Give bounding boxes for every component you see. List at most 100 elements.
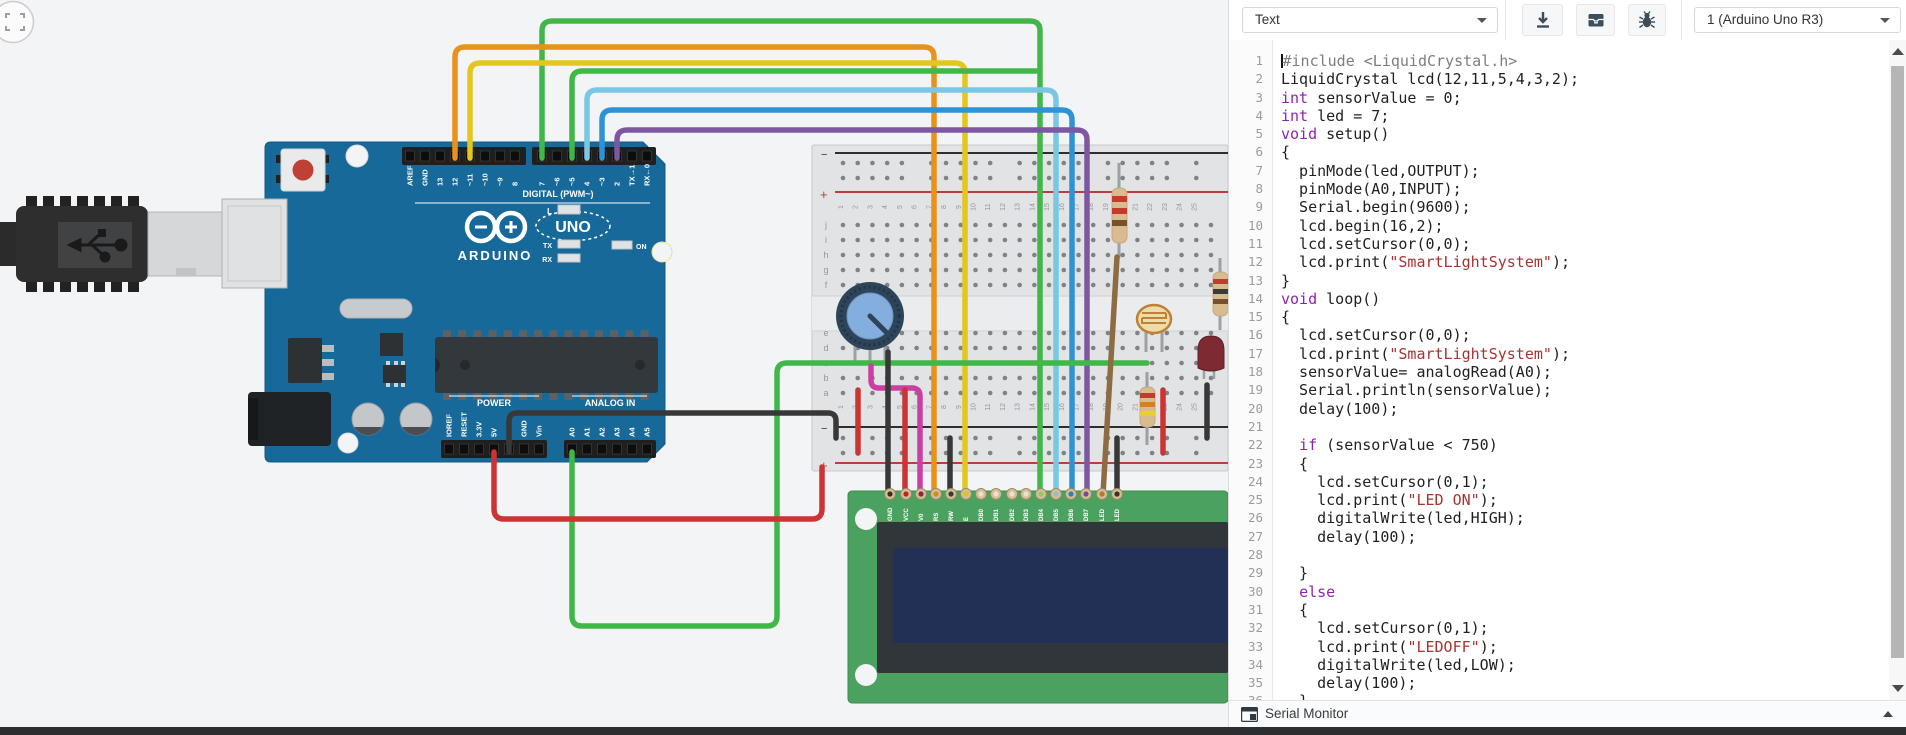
code-panel: Text <box>1228 0 1906 727</box>
svg-text:16: 16 <box>1059 403 1066 411</box>
svg-text:25: 25 <box>1191 403 1198 411</box>
capacitor <box>351 402 385 436</box>
svg-text:12: 12 <box>1000 203 1007 211</box>
edit-mode-dropdown[interactable]: Text <box>1242 7 1498 33</box>
chevron-down-icon <box>1880 18 1890 23</box>
svg-text:~9: ~9 <box>496 177 505 186</box>
usb-cable[interactable] <box>0 196 225 292</box>
serial-monitor-icon <box>1241 707 1258 722</box>
svg-text:DB4: DB4 <box>1039 508 1045 521</box>
collapse-up-icon[interactable] <box>1883 711 1893 717</box>
rail-minus-bottom: − <box>821 423 827 435</box>
svg-text:j: j <box>824 220 827 230</box>
svg-text:VCC: VCC <box>904 508 910 521</box>
svg-text:RS: RS <box>934 513 940 521</box>
svg-text:5: 5 <box>897 205 904 209</box>
chevron-down-icon <box>1477 18 1487 23</box>
scroll-up-icon[interactable] <box>1892 48 1904 55</box>
svg-text:8: 8 <box>941 205 948 209</box>
svg-text:f: f <box>825 280 828 290</box>
reset-button[interactable] <box>276 148 329 192</box>
library-icon <box>1588 14 1603 27</box>
lcd-display[interactable] <box>847 490 1229 704</box>
serial-monitor-label: Serial Monitor <box>1265 706 1349 721</box>
code-text[interactable]: #include <LiquidCrystal.h>LiquidCrystal … <box>1281 52 1580 700</box>
svg-text:AREF: AREF <box>406 165 415 186</box>
wire-cyan-db5 <box>584 87 1059 497</box>
wire-orange-rs <box>452 44 937 497</box>
svg-text:d: d <box>823 343 828 353</box>
svg-text:14: 14 <box>1029 203 1036 211</box>
wire-green-a0 <box>569 360 1150 629</box>
svg-text:a: a <box>823 388 828 398</box>
resistor[interactable] <box>1111 163 1128 258</box>
svg-text:12: 12 <box>451 178 460 186</box>
svg-text:~5: ~5 <box>568 177 577 186</box>
wire-brown-backlight <box>1100 254 1120 497</box>
svg-text:A0: A0 <box>568 427 577 437</box>
svg-text:GND: GND <box>888 507 894 521</box>
svg-text:RX←0: RX←0 <box>643 164 652 186</box>
svg-text:DB6: DB6 <box>1069 508 1075 521</box>
svg-text:E: E <box>964 517 970 521</box>
svg-text:24: 24 <box>1177 403 1184 411</box>
toolbar-separator <box>1505 0 1506 40</box>
svg-text:A2: A2 <box>598 427 607 437</box>
editor-scrollbar[interactable] <box>1889 40 1906 700</box>
svg-text:DB0: DB0 <box>979 508 985 521</box>
svg-text:5: 5 <box>897 405 904 409</box>
svg-text:1: 1 <box>838 405 845 409</box>
lcd-pins <box>884 488 1123 500</box>
svg-text:DB1: DB1 <box>994 508 1000 521</box>
board-select-label: 1 (Arduino Uno R3) <box>1707 12 1824 27</box>
rail-plus-top: + <box>820 187 828 202</box>
power-jack <box>248 392 331 446</box>
scrollbar-thumb[interactable] <box>1891 66 1904 658</box>
wires[interactable] <box>452 18 1210 629</box>
svg-text:IOREF: IOREF <box>445 414 454 437</box>
svg-text:A3: A3 <box>613 427 622 437</box>
download-code-button[interactable] <box>1522 4 1563 36</box>
svg-text:GND: GND <box>421 169 430 186</box>
svg-text:16: 16 <box>1059 203 1066 211</box>
svg-text:~11: ~11 <box>466 174 475 186</box>
svg-text:9: 9 <box>956 405 963 409</box>
svg-text:8: 8 <box>511 182 520 186</box>
bug-icon <box>1639 11 1655 29</box>
resistor[interactable] <box>1139 372 1156 445</box>
svg-text:3.3V: 3.3V <box>475 422 484 437</box>
serial-monitor-bar[interactable]: Serial Monitor <box>1229 700 1906 727</box>
zoom-fit-button[interactable] <box>0 0 35 44</box>
svg-text:Vin: Vin <box>535 425 544 437</box>
svg-text:15: 15 <box>1044 203 1051 211</box>
library-button[interactable] <box>1576 4 1615 36</box>
svg-text:5V: 5V <box>490 428 499 437</box>
svg-text:GND: GND <box>520 420 529 437</box>
power-title: POWER <box>477 398 512 408</box>
board-select-dropdown[interactable]: 1 (Arduino Uno R3) <box>1694 7 1901 33</box>
photoresistor[interactable] <box>1135 303 1173 352</box>
svg-text:DB3: DB3 <box>1024 508 1030 521</box>
analog-title: ANALOG IN <box>585 398 636 408</box>
svg-text:RW: RW <box>949 511 955 521</box>
svg-text:7: 7 <box>538 182 547 186</box>
svg-text:4: 4 <box>583 181 592 186</box>
potentiometer[interactable] <box>836 282 904 362</box>
svg-text:10: 10 <box>970 403 977 411</box>
wire-magenta-v0 <box>868 363 923 497</box>
debug-button[interactable] <box>1628 4 1666 36</box>
download-icon <box>1536 12 1549 28</box>
svg-text:A4: A4 <box>628 427 637 437</box>
voltage-regulator <box>288 338 334 383</box>
bottom-bar <box>0 727 1906 735</box>
wire-green-db4 <box>569 68 1039 161</box>
svg-text:h: h <box>823 250 828 260</box>
edit-mode-label: Text <box>1255 12 1280 27</box>
red-led[interactable] <box>1197 335 1225 379</box>
scroll-down-icon[interactable] <box>1892 685 1904 692</box>
svg-text:10: 10 <box>970 203 977 211</box>
svg-text:1: 1 <box>838 205 845 209</box>
